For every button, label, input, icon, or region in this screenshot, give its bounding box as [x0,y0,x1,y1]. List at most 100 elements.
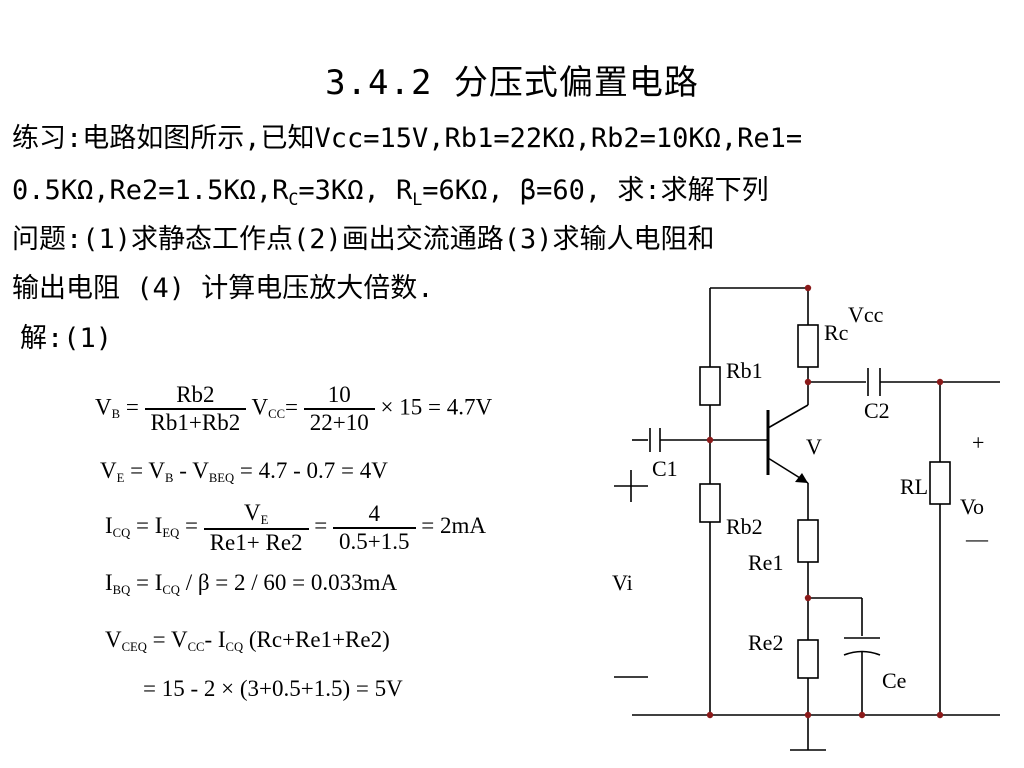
vb-lhs-sub: B [111,407,121,422]
ve-a: V [100,458,117,483]
ve-b: = V [124,458,166,483]
label-rb2: Rb2 [726,514,763,539]
problem-line-2-part-a: 0.5KΩ,Re2=1.5KΩ,R [12,175,289,206]
vceq-eq1-sub: CC [187,639,205,654]
ibq-eq1-sub: CQ [162,582,180,597]
ve-c: - V [173,458,209,483]
junction-dot [706,711,714,719]
ve-sub-c: BEQ [208,470,235,485]
junction-dot [804,378,812,386]
icq-eq1: = I [130,513,163,539]
label-rl: RL [900,474,928,499]
problem-line-2-part-c: =6KΩ, β=60, 求:求解下列 [422,175,769,206]
equation-vceq-continued: = 15 - 2 × (3+0.5+1.5) = 5V [143,676,403,701]
vb-num-2: 10 [303,382,375,410]
problem-line-2: 0.5KΩ,Re2=1.5KΩ,RC=3KΩ, RL=6KΩ, β=60, 求:… [12,168,769,209]
label-c1: C1 [652,456,678,481]
problem-line-2-part-b: =3KΩ, R [298,175,413,206]
icq-lhs-sub: CQ [112,525,131,540]
slide-title: 3.4.2 分压式偏置电路 [325,63,699,103]
solution-label: 解:(1) [20,323,113,354]
resistor-rb1 [699,366,721,406]
problem-line-4: 输出电阻 (4) 计算电压放大倍数. [12,273,434,304]
icq-den-2: 0.5+1.5 [339,528,410,554]
vceq-lhs: V [105,627,122,652]
label-vo: Vo [960,494,984,519]
icq-num-1: VE [203,500,309,530]
circuit-wires [614,287,1000,751]
label-rc: Rc [824,320,849,345]
resistor-rc [797,324,819,368]
label-minus-out: — [965,526,989,551]
icq-lhs: I [105,513,113,539]
ibq-lhs: I [105,570,113,595]
vceq-lhs-sub: CEQ [121,639,147,654]
ve-d: = 4.7 - 0.7 = 4V [234,458,388,483]
equals-sign: = [125,394,145,420]
junction-dot [804,284,812,292]
vceq-eq1: = V [146,627,188,652]
icq-num-1-sub: E [260,512,269,527]
rl-subscript: L [412,188,423,209]
capacitor-ce-plate-b [843,650,881,656]
vceq-eq2-sub: CQ [225,639,244,654]
equation-vceq: VCEQ = VCC- ICQ (Rc+Re1+Re2) [105,627,390,655]
label-c2: C2 [864,398,890,423]
equals-sign: = [184,513,204,539]
equals-sign: = [314,513,334,539]
ibq-eq1: = I [130,570,163,595]
label-plus-out: + [972,430,984,455]
junction-dot [936,378,944,386]
resistor-rl [929,461,951,505]
icq-tail: 2mA [440,513,486,539]
label-re2: Re2 [748,630,783,655]
rc-subscript: C [288,188,299,209]
vb-mid: V [251,394,269,420]
ibq-tail: / β = 2 / 60 = 0.033mA [179,570,398,595]
equation-ibq: IBQ = ICQ / β = 2 / 60 = 0.033mA [105,570,397,598]
junction-dot [936,711,944,719]
vb-mid-sub: CC [268,407,286,422]
resistor-re2 [797,639,819,679]
junction-dots [706,284,944,719]
circuit-labels: Vcc Rc Rb1 C2 V C1 + RL Vo Rb2 — Re1 Vi … [612,302,989,693]
icq-num-2: 4 [333,501,416,529]
ve-sub-b: B [165,470,174,485]
icq-num-1-text: V [243,500,261,525]
icq-eq1-sub: EQ [162,525,180,540]
vb-num-1: Rb2 [144,382,247,410]
icq-den-1: Re1+ Re2 [209,529,303,555]
resistor-rb2 [699,483,721,523]
resistor-re1 [797,519,819,563]
equals-sign: = [285,394,299,420]
vceq-tail: (Rc+Re1+Re2) [243,627,390,652]
label-rb1: Rb1 [726,358,763,383]
equation-ve: VE = VB - VBEQ = 4.7 - 0.7 = 4V [100,458,388,486]
junction-dot [804,594,812,602]
label-v: V [806,434,822,459]
vceq-eq2: - I [204,627,226,652]
emitter-arrow-icon [795,473,808,483]
ibq-lhs-sub: BQ [112,582,131,597]
label-vi: Vi [612,570,633,595]
transistor-collector [767,404,809,429]
problem-line-3: 问题:(1)求静态工作点(2)画出交流通路(3)求输人电阻和 [12,224,715,255]
vb-lhs: V [95,394,112,420]
label-ce: Ce [882,668,906,693]
ve-sub-a: E [116,470,125,485]
equals-sign: = [421,513,440,539]
junction-dot [706,436,714,444]
label-re1: Re1 [748,550,783,575]
problem-line-1: 练习:电路如图所示,已知Vcc=15V,Rb1=22KΩ,Rb2=10KΩ,Re… [12,123,803,154]
label-vcc: Vcc [848,302,884,327]
junction-dot [804,711,812,719]
junction-dot [858,711,866,719]
vb-tail: × 15 = 4.7V [380,394,493,420]
